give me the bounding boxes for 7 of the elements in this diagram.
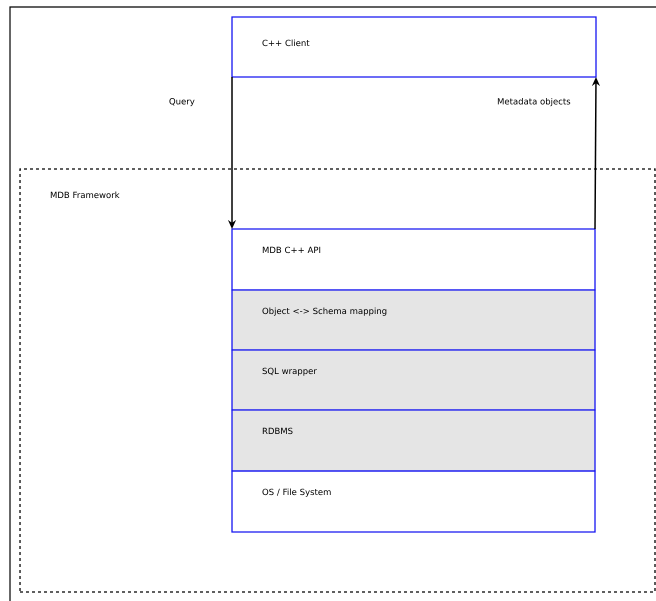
client-box: C++ Client: [231, 16, 597, 78]
layer-box: RDBMS: [231, 409, 596, 472]
edge-label: Metadata objects: [498, 98, 570, 106]
edge-label: Query: [169, 98, 195, 106]
layer-box: SQL wrapper: [231, 349, 596, 411]
layer-box: OS / File System: [231, 470, 596, 533]
layer-box: Object <-> Schema mapping: [231, 289, 596, 351]
